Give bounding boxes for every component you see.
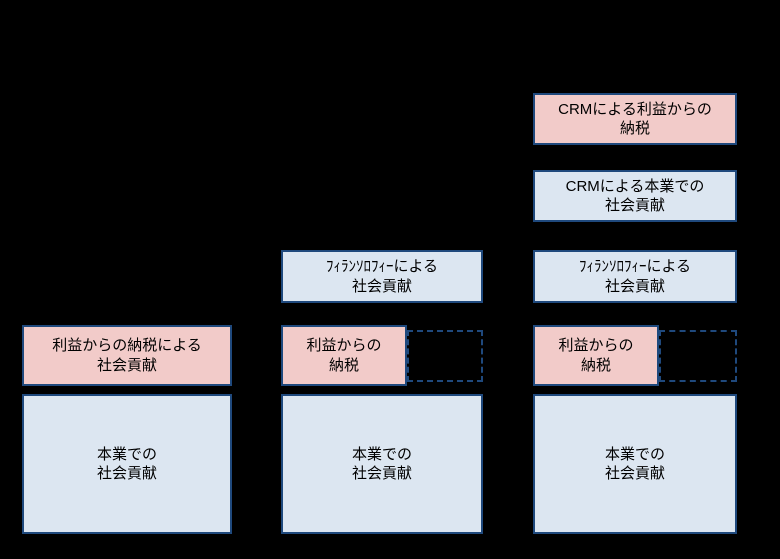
box-crm-core-contribution: CRMによる本業での 社会貢献 [533, 170, 737, 222]
box-core-business-col1-label: 本業での 社会貢献 [96, 445, 157, 483]
box-profit-tax-col2: 利益からの 納税 [281, 325, 407, 386]
box-core-business-col1: 本業での 社会貢献 [22, 394, 232, 534]
box-philanthropy-col3-label: ﾌｨﾗﾝｿﾛﾌｨｰによる 社会貢献 [578, 258, 692, 295]
box-core-business-col3-label: 本業での 社会貢献 [604, 445, 665, 483]
box-crm-core-contribution-label: CRMによる本業での 社会貢献 [565, 177, 705, 215]
box-profit-tax-col2-label: 利益からの 納税 [306, 337, 382, 374]
box-profit-tax-col3-label: 利益からの 納税 [558, 337, 634, 374]
box-crm-profit-tax: CRMによる利益からの 納税 [533, 93, 737, 145]
box-profit-tax-col3: 利益からの 納税 [533, 325, 659, 386]
box-crm-profit-tax-label: CRMによる利益からの 納税 [558, 100, 712, 138]
box-core-business-col2: 本業での 社会貢献 [281, 394, 483, 534]
dashed-placeholder-col2 [407, 330, 483, 382]
box-core-business-col3: 本業での 社会貢献 [533, 394, 737, 534]
box-philanthropy-col2: ﾌｨﾗﾝｿﾛﾌｨｰによる 社会貢献 [281, 250, 483, 303]
box-tax-contribution-col1-label: 利益からの納税による 社会貢献 [52, 337, 202, 374]
box-tax-contribution-col1: 利益からの納税による 社会貢献 [22, 325, 232, 386]
box-core-business-col2-label: 本業での 社会貢献 [351, 445, 412, 483]
dashed-placeholder-col3 [659, 330, 737, 382]
box-philanthropy-col2-label: ﾌｨﾗﾝｿﾛﾌｨｰによる 社会貢献 [325, 258, 439, 295]
box-philanthropy-col3: ﾌｨﾗﾝｿﾛﾌｨｰによる 社会貢献 [533, 250, 737, 303]
